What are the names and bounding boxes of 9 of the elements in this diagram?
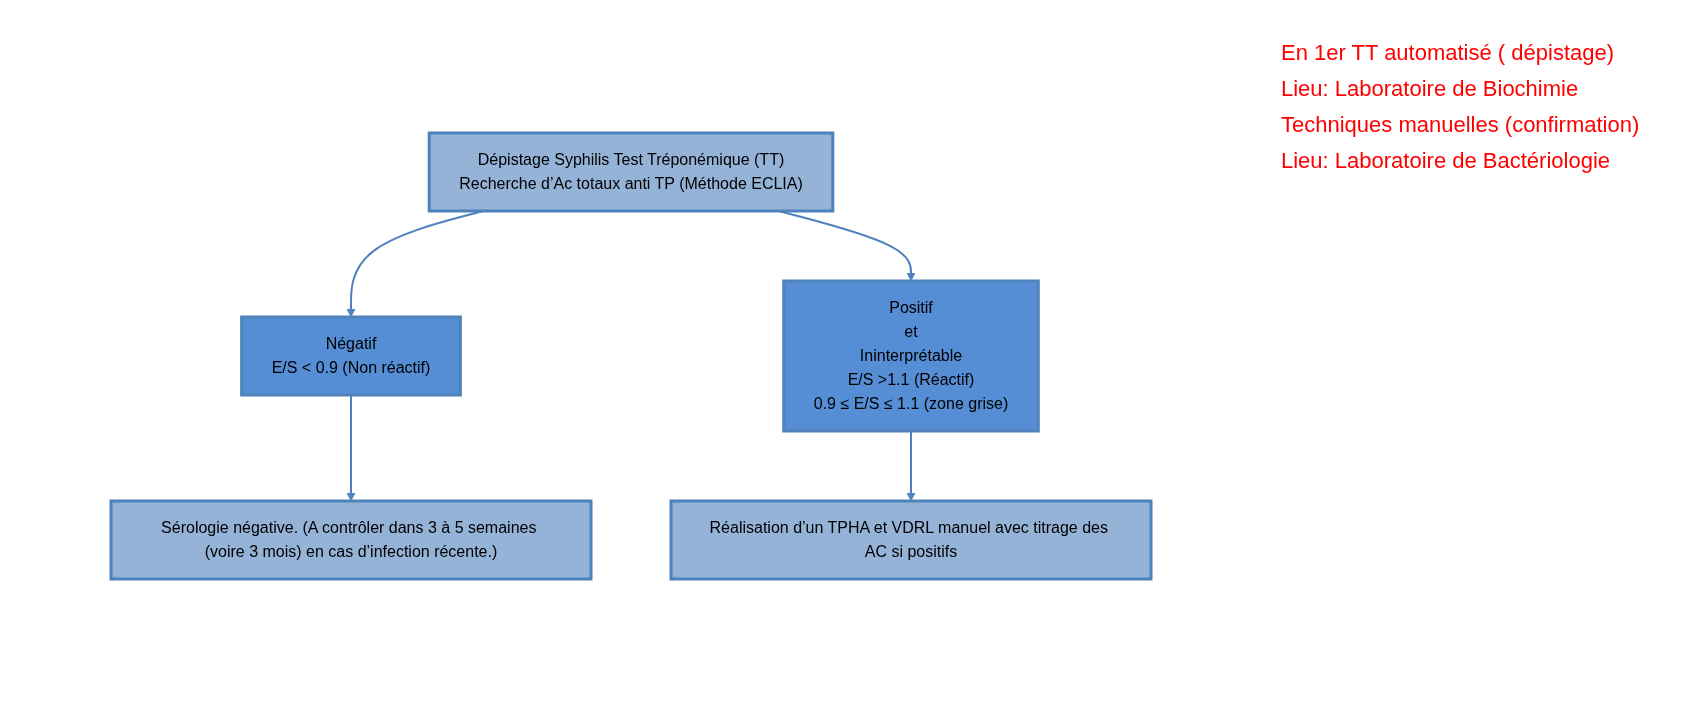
note-text: En 1er TT automatisé ( dépistage) [1281,40,1616,66]
node-box: Négatif E/S < 0.9 (Non réactif) [239,315,462,397]
note-text: Techniques manuelles (confirmation) [1281,112,1641,138]
note-text: Lieu: Laboratoire de Biochimie [1281,76,1580,102]
node-box: Réalisation d’un TPHA et VDRL manuel avec titrage des AC si positifs [669,499,1152,581]
node-box: Positif et Ininterprétable E/S >1.1 (Réactif) 0.9 ≤ E/S ≤ 1.1 (zone grise) [781,279,1040,433]
node-box: Dépistage Syphilis Test Tréponémique (TT) Recherche d’Ac totaux anti TP (Méthode ECLIA) [427,131,834,213]
node-box: Sérologie négative. (A contrôler dans 3 à 5 semaines (voire 3 mois) en cas d’infection récente.) [109,499,592,581]
note-text: Lieu: Laboratoire de Bactériologie [1281,148,1611,174]
